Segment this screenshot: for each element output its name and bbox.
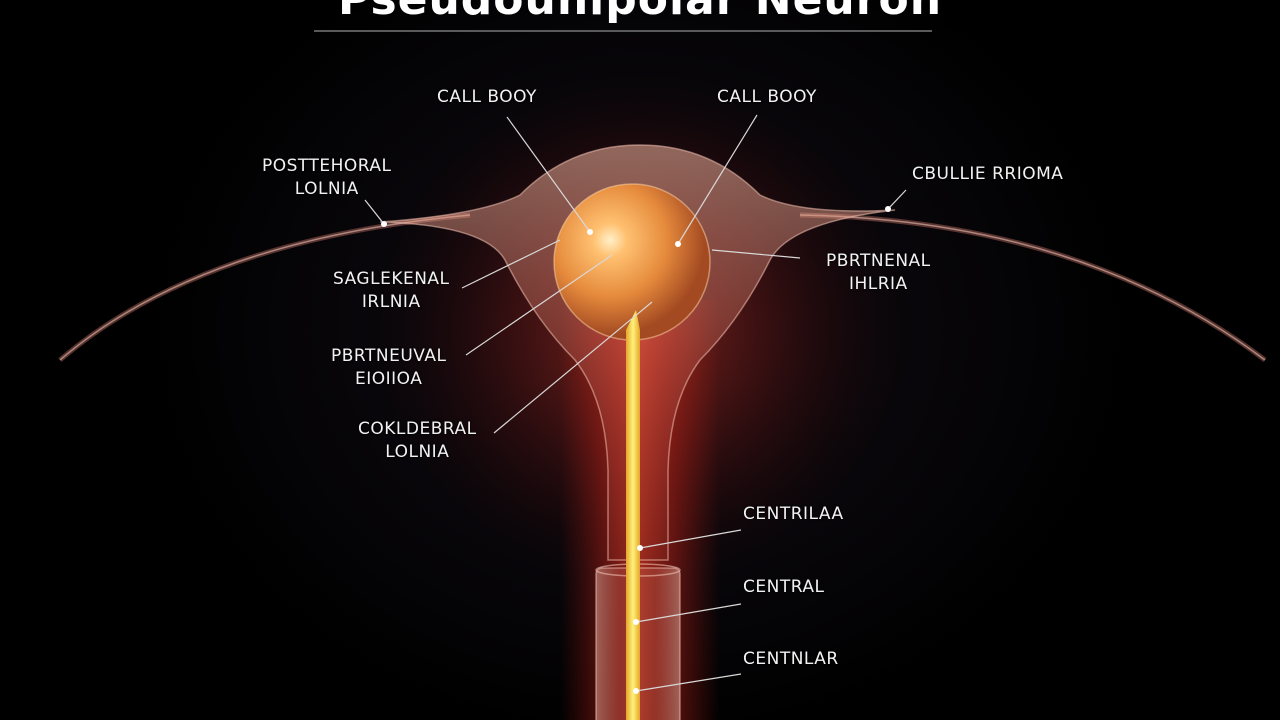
label-cell-body-right: CALL BOOY: [717, 87, 817, 107]
label-peripheral-right: PBRTNENAL IHLRIA: [826, 250, 931, 296]
label-sagittal-left: SAGLEKENAL IRLNIA: [333, 268, 450, 314]
label-line: IHLRIA: [848, 274, 908, 294]
label-cortical-left: COKLDEBRAL LOLNIA: [358, 418, 477, 464]
label-line: SAGLEKENAL: [333, 269, 450, 289]
label-central-3: CENTNLAR: [743, 649, 839, 669]
label-posterior-left: POSTTEНORAL LOLNIA: [262, 155, 392, 201]
label-central-2: CENTRAL: [743, 577, 825, 597]
label-line: IRLNIA: [361, 292, 421, 312]
label-line: COKLDEBRAL: [358, 419, 477, 439]
diagram-title: Pseudounipolar Neuron: [0, 0, 1280, 25]
title-underline: [314, 30, 932, 32]
label-central-1: CENTRILAA: [743, 504, 844, 524]
label-line: LOLNIA: [294, 179, 359, 199]
label-line: PBRTNENAL: [826, 251, 931, 271]
label-upper-right: CBULLIE RRIOMA: [912, 164, 1064, 184]
label-line: POSTTEНORAL: [262, 156, 392, 176]
label-line: LOLNIA: [385, 442, 450, 462]
label-cell-body-left: CALL BOOY: [437, 87, 537, 107]
label-line: EIOIIOA: [355, 369, 423, 389]
label-line: PBRTNEUVAL: [331, 346, 447, 366]
label-peripheral-left: PBRTNEUVAL EIOIIOA: [331, 345, 446, 391]
